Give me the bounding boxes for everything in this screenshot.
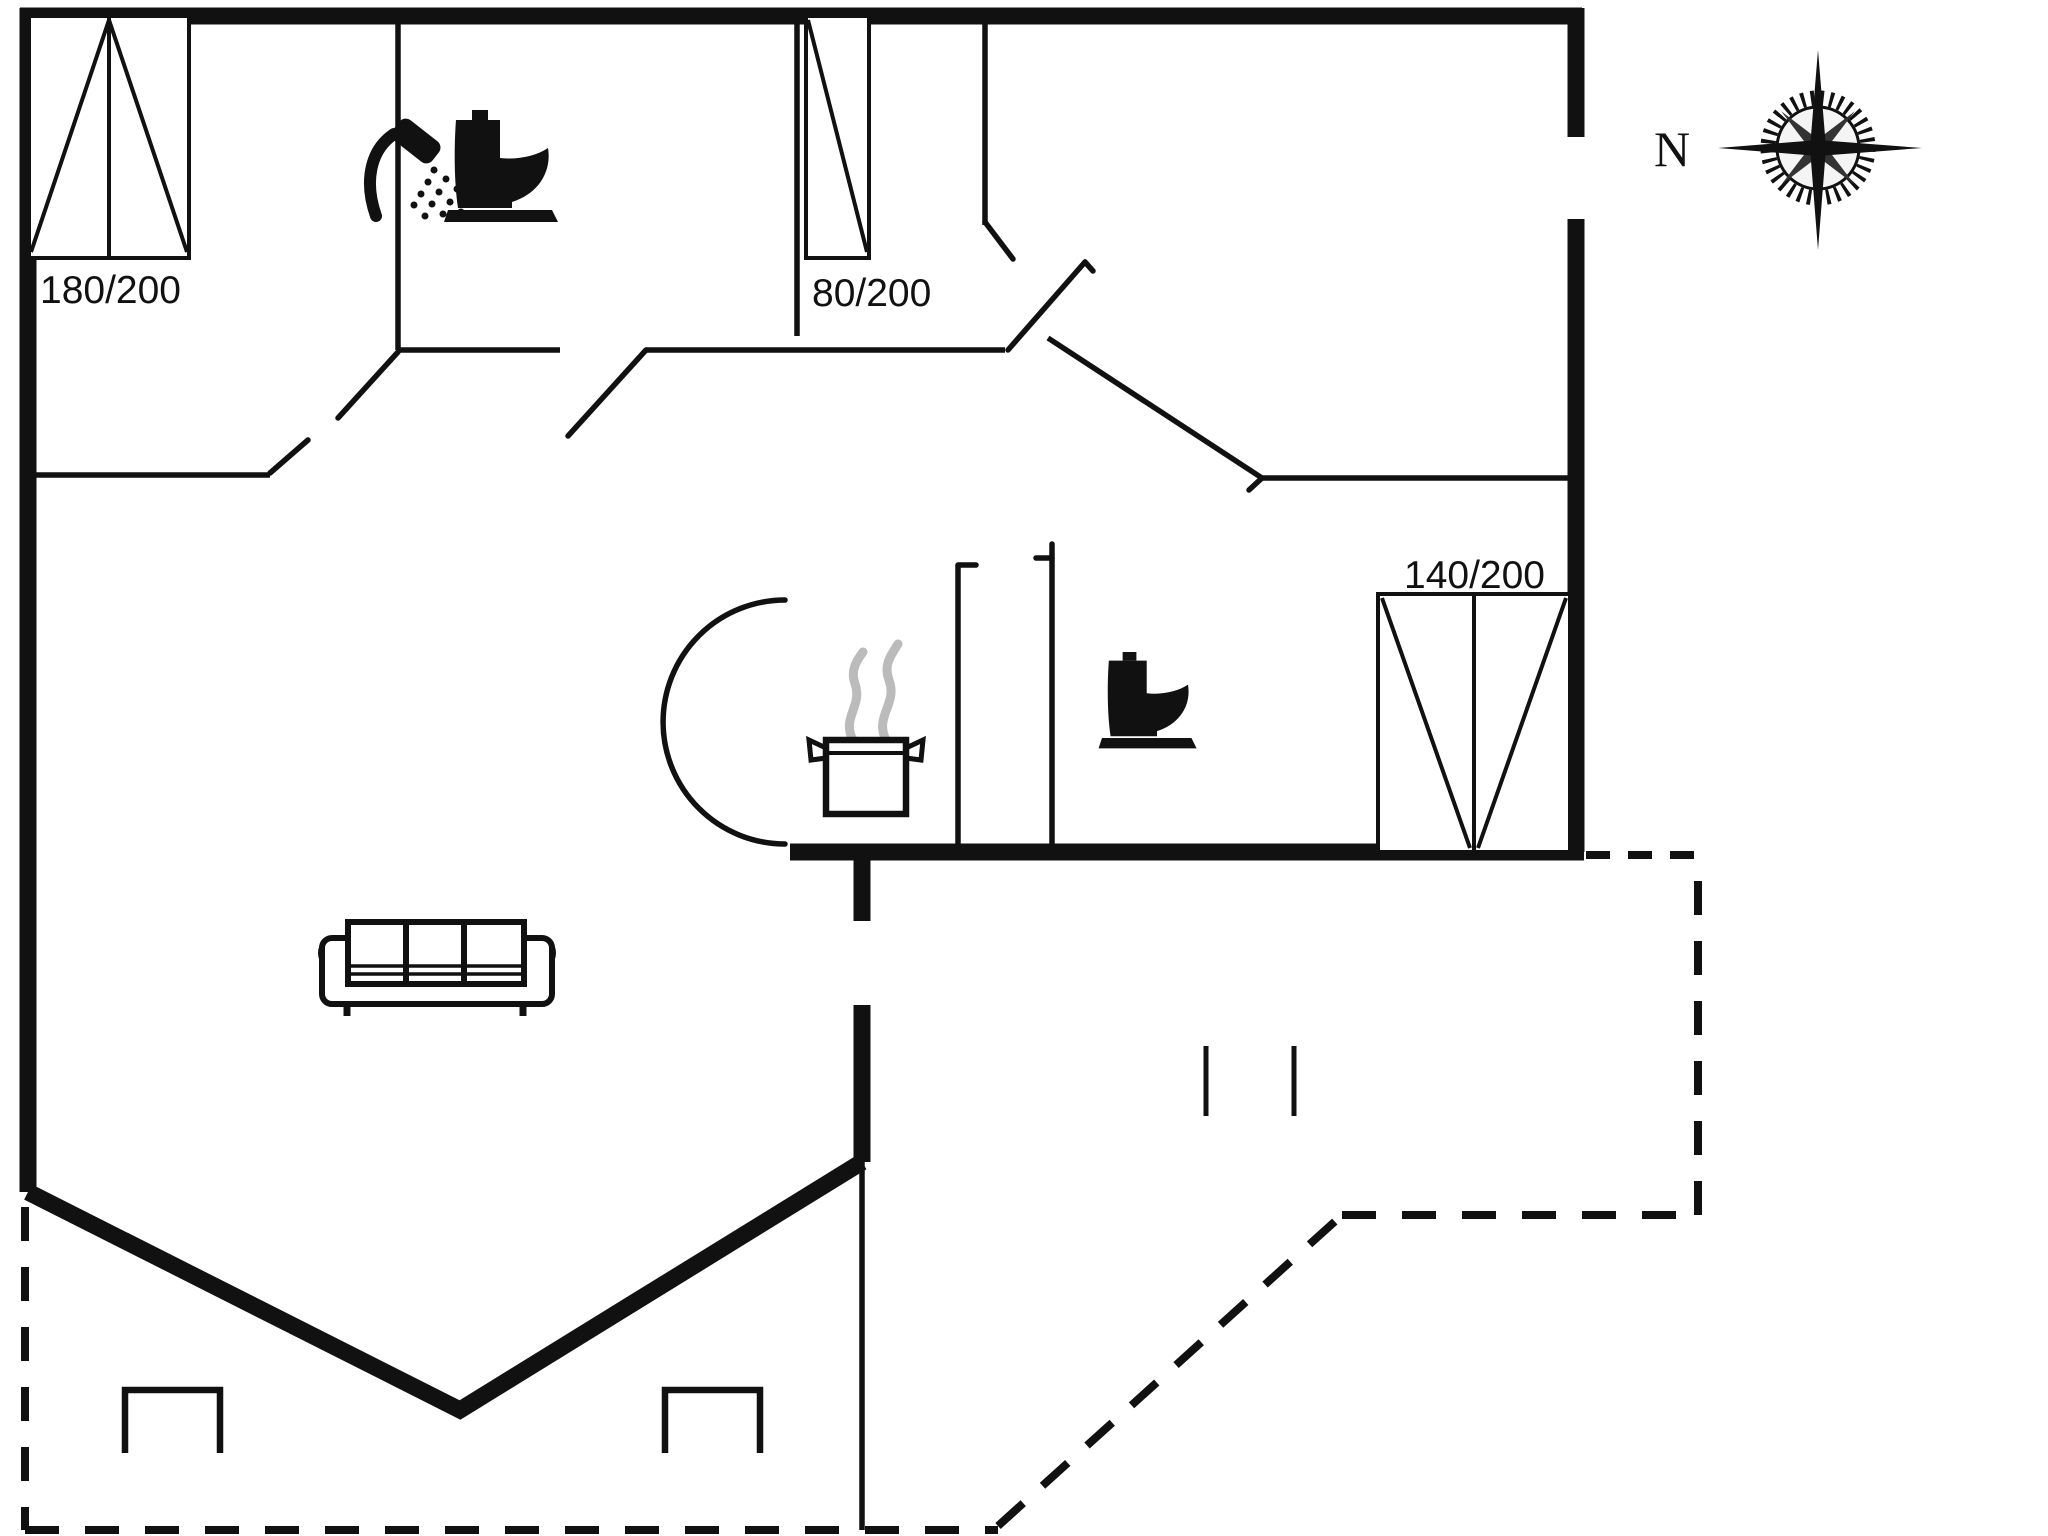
toilet-button [1122,652,1137,661]
toilet-base [1098,738,1197,749]
terrace-outline [21,851,1702,1534]
toilet-base [444,210,558,222]
terrace-post [661,1386,764,1453]
cooking-pot-icon [806,639,926,818]
window-casement-lines [1380,597,1568,849]
toilet-icon [444,110,558,222]
window-casement-lines [806,19,869,253]
terrace-post [121,1386,224,1453]
sofa-seat-lines [348,964,524,976]
compass-center [1813,143,1823,153]
wall-hall-diagonal [1046,335,1264,481]
compass-rose-icon [1718,50,1922,250]
steam-icon [844,639,903,745]
exterior-walls [19,7,1585,1420]
door-tick-hall [1246,475,1265,493]
terrace-step-marks [1203,1046,1297,1116]
wall-bay-v [24,1154,867,1420]
shower-icon [364,118,472,222]
toilet-bowl [454,120,549,208]
door-leaf-bedroom2 [1005,259,1088,353]
window-size-label: 80/200 [812,272,931,315]
sofa-legs [343,1004,527,1016]
door-leaf-bathroom [565,347,649,439]
interior-walls [28,16,1576,1530]
door-leaf-bedroom1 [335,349,401,421]
window-180x200 [27,14,191,260]
door-leaf-bedroom3 [982,219,1016,262]
toilet-bowl [1107,660,1189,737]
toilet-icon [1098,652,1197,749]
door-tick-bedroom2 [1082,259,1096,274]
window-size-label: 180/200 [40,269,181,312]
terrace-edge-diagonal [995,1212,1345,1529]
sofa-icon [318,919,556,1016]
window-casement-lines [29,19,189,253]
door-leaves [267,219,1265,568]
window-size-label: 140/200 [1404,554,1545,597]
door-swing-arc [660,597,788,847]
toilet-button [472,110,488,120]
window-140x200 [1376,592,1572,854]
terrace-posts [121,1386,764,1453]
north-label: N [1654,121,1690,177]
window-80x200 [804,14,871,260]
door-leaf-living [267,437,311,476]
